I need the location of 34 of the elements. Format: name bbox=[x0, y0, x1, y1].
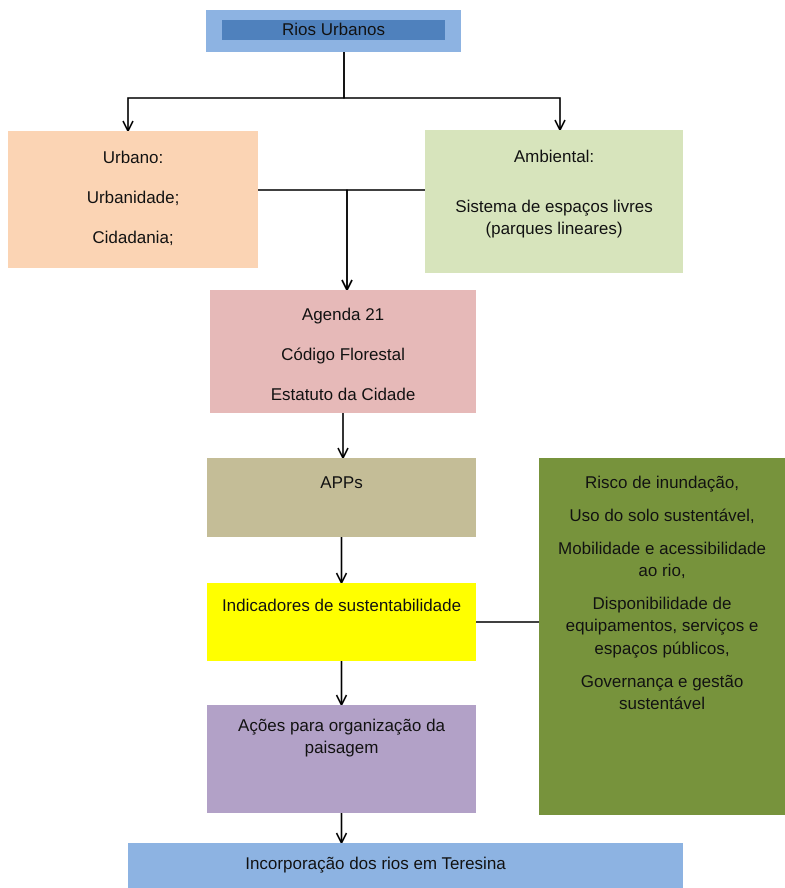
box-text: Urbano: bbox=[102, 147, 164, 169]
criteria-box bbox=[539, 458, 785, 815]
box-text: Cidadania; bbox=[92, 227, 174, 250]
connector-line bbox=[476, 621, 539, 623]
box-text: Agenda 21 bbox=[302, 304, 384, 326]
box-text: Urbanidade; bbox=[86, 187, 180, 210]
arrow bbox=[337, 413, 349, 459]
box-text: Mobilidade e acessibilidade ao rio, bbox=[557, 538, 767, 582]
arrow bbox=[341, 189, 425, 291]
title-box bbox=[206, 10, 461, 52]
result-box bbox=[128, 843, 683, 888]
process-box bbox=[207, 705, 476, 813]
process-box bbox=[207, 583, 476, 661]
box-text: Ações para organização da paisagem bbox=[237, 715, 446, 760]
box-text: Sistema de espaços livres (parques lineares) bbox=[454, 196, 654, 240]
box-text: Risco de inundação, bbox=[584, 472, 740, 494]
process-box bbox=[210, 290, 476, 413]
box-text: Incorporação dos rios em Teresina bbox=[245, 853, 506, 875]
title-text: Rios Urbanos bbox=[222, 20, 445, 40]
box-text: Código Florestal bbox=[281, 344, 405, 366]
arrow bbox=[343, 52, 566, 131]
box-text: Indicadores de sustentabilidade bbox=[222, 595, 462, 617]
process-box bbox=[207, 458, 476, 537]
box-text: Ambiental: bbox=[514, 146, 594, 168]
box-text: Governança e gestão sustentável bbox=[580, 670, 744, 715]
arrow bbox=[336, 661, 348, 706]
arrow bbox=[336, 813, 348, 844]
box-text: Disponibilidade de equipamentos, serviços e espaços públicos, bbox=[564, 593, 760, 660]
box-text: Estatuto da Cidade bbox=[270, 384, 416, 406]
category-box bbox=[8, 131, 258, 268]
box-text: Uso do solo sustentável, bbox=[569, 505, 755, 528]
box-text: APPs bbox=[320, 472, 363, 494]
arrow bbox=[336, 537, 348, 584]
category-box bbox=[425, 130, 683, 273]
